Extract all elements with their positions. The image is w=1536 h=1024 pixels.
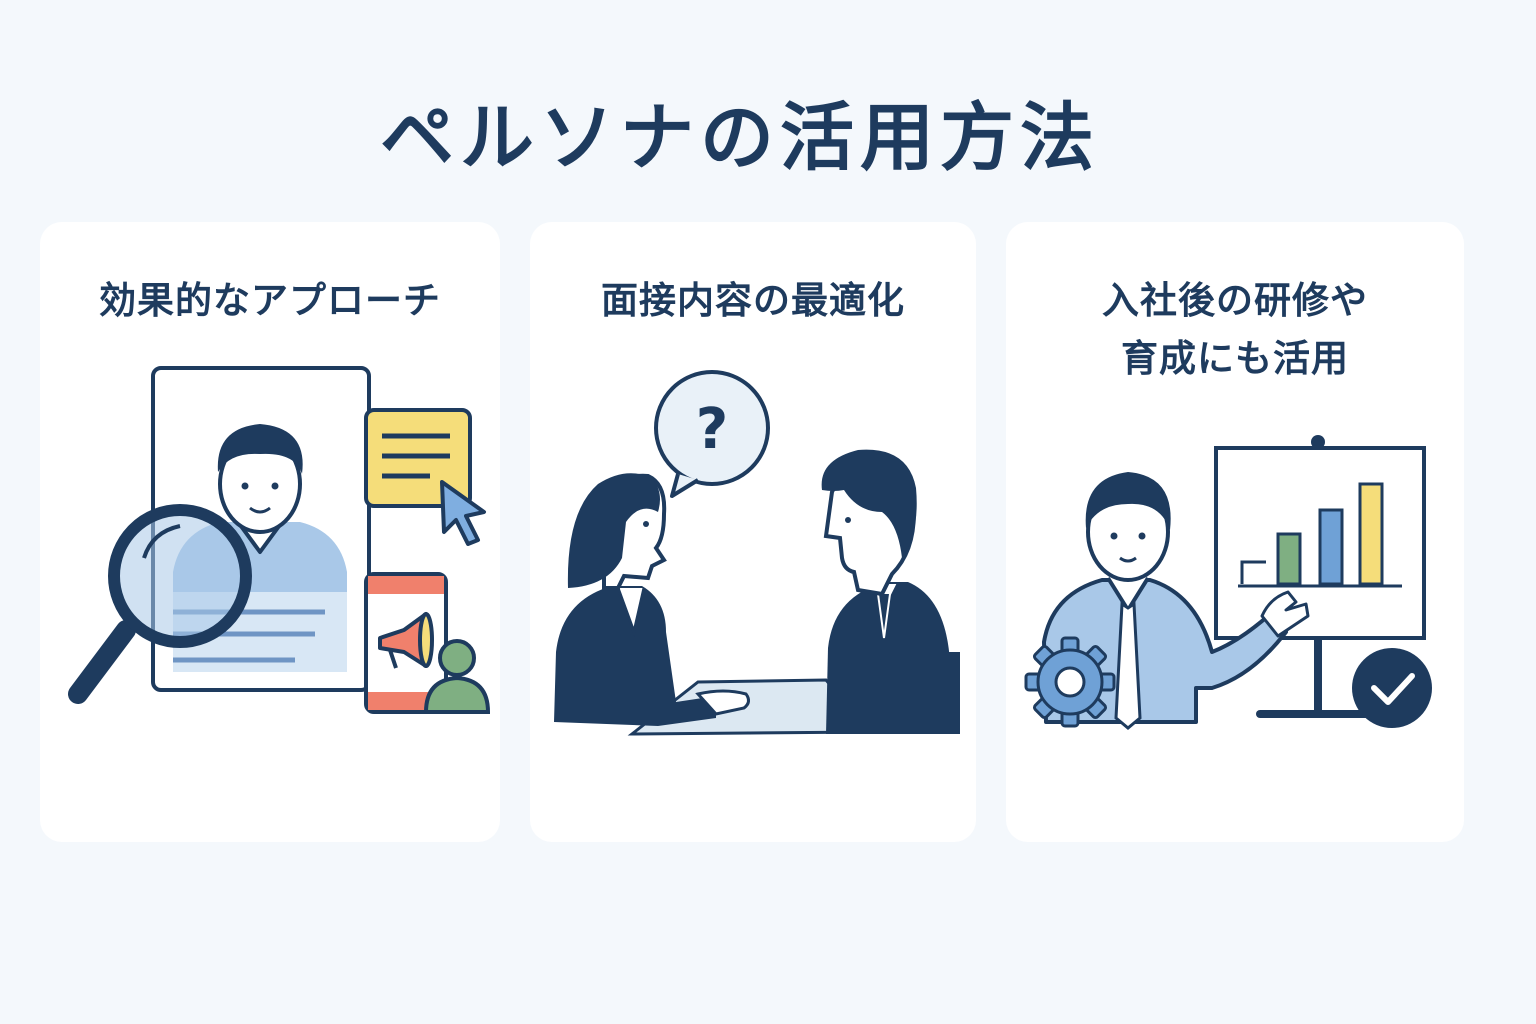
card-training-development: 入社後の研修や 育成にも活用 <box>1006 222 1464 842</box>
whiteboard-icon <box>1214 435 1426 718</box>
card-interview-optimization: 面接内容の最適化 ? <box>530 222 976 842</box>
question-mark: ? <box>696 397 728 462</box>
card-title-line: 育成にも活用 <box>1121 337 1349 380</box>
person-icon <box>217 424 303 534</box>
effective-approach-illustration <box>68 366 491 714</box>
magnifier-icon <box>68 504 252 704</box>
gear-icon <box>1024 636 1116 728</box>
man-icon <box>821 449 960 734</box>
question-bubble-icon: ? <box>654 370 770 498</box>
card-title: 効果的なアプローチ <box>99 279 441 322</box>
megaphone-icon <box>378 612 434 669</box>
card-title: 面接内容の最適化 <box>601 279 905 322</box>
woman-icon <box>554 473 751 726</box>
card-effective-approach: 効果的なアプローチ <box>40 222 500 842</box>
card-title: 入社後の研修や 育成にも活用 <box>1006 272 1464 388</box>
training-illustration <box>1024 435 1432 730</box>
interview-illustration: ? <box>554 370 960 736</box>
check-icon <box>1352 648 1432 728</box>
user-icon <box>423 639 491 714</box>
page-title: ペルソナの活用方法 <box>380 95 1100 181</box>
cursor-icon <box>440 480 486 546</box>
card-title-line: 入社後の研修や <box>1102 279 1368 322</box>
